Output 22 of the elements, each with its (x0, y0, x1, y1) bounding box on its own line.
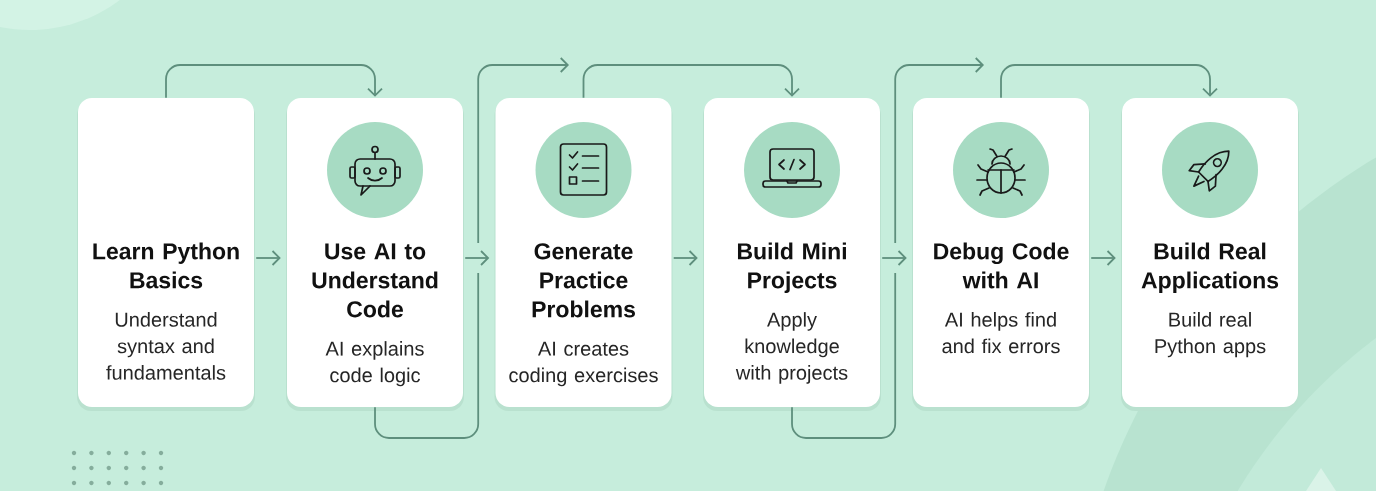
arrow (791, 57, 984, 439)
card-title: Build Mini Projects (737, 242, 846, 293)
card-description: AI helps find and fix errors (942, 312, 1060, 354)
card-description: Apply knowledge with projects (735, 312, 848, 384)
card-description: AI explains code logic (325, 341, 424, 387)
arrow (464, 250, 490, 266)
card-title: Learn Python Basics (93, 242, 239, 289)
arrow (1000, 64, 1218, 99)
arrow (255, 250, 281, 266)
arrow (881, 250, 907, 266)
card-description: Build real Python apps (1155, 312, 1266, 358)
card-title: Use AI to Understand Code (312, 243, 438, 318)
card-title: Generate Practice Problems (532, 243, 635, 318)
arrow (582, 64, 800, 99)
arrow (672, 250, 698, 266)
card-title: Build Real Applications (1141, 242, 1279, 293)
arrow (165, 64, 383, 99)
card-description: AI creates coding exercises (509, 341, 658, 387)
arrow (374, 57, 569, 439)
arrow (1090, 250, 1116, 266)
card-description: Understand syntax and fundamentals (106, 312, 226, 380)
card-title: Debug Code with AI (934, 242, 1069, 289)
